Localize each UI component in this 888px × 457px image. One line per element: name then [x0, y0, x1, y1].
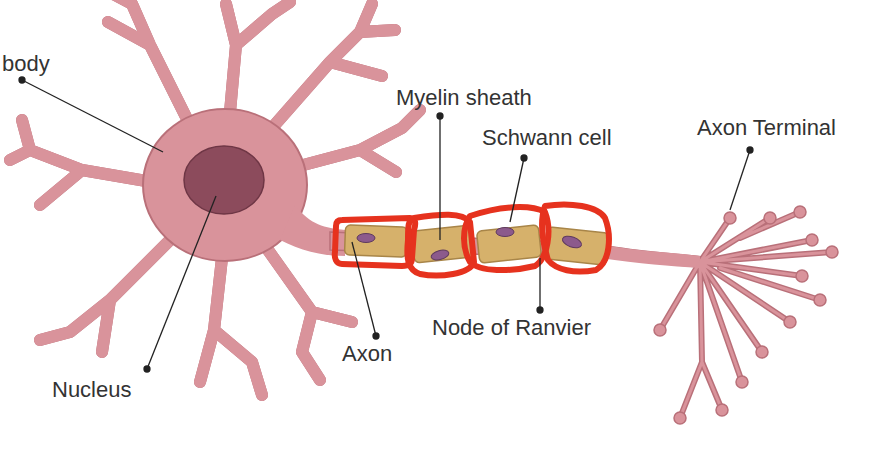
part-label: body: [2, 52, 50, 76]
part-label: Schwann cell: [482, 126, 612, 150]
part-label: Axon Terminal: [697, 116, 836, 140]
part-label: Node of Ranvier: [432, 316, 591, 340]
part-label: Axon: [342, 342, 392, 366]
part-label: Nucleus: [52, 378, 131, 402]
part-label: Myelin sheath: [396, 86, 532, 110]
